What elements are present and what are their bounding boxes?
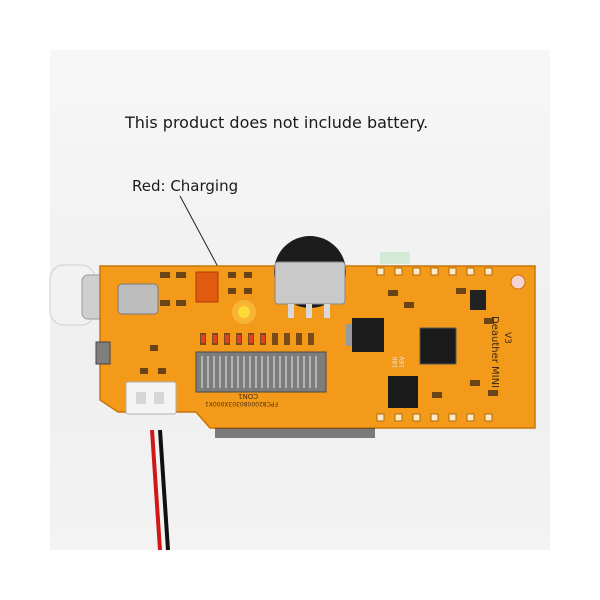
red-wire — [150, 429, 162, 551]
bottom-pin-row — [376, 413, 493, 422]
charging-label: Red: Charging — [132, 177, 239, 195]
fpc-connector — [195, 351, 327, 393]
charge-ic — [195, 271, 219, 303]
voltage-regulator — [352, 318, 384, 352]
wifi-chip — [419, 327, 457, 365]
black-wire — [158, 429, 170, 551]
battery-connector — [125, 381, 177, 415]
board-shadow — [215, 428, 375, 438]
board-version-silkscreen: V3 — [502, 332, 512, 344]
antenna-part — [470, 290, 486, 310]
encoder-housing — [274, 261, 346, 305]
board-brand-silkscreen: Deauther MINI — [489, 316, 500, 389]
power-switch[interactable] — [95, 341, 111, 365]
misc-components — [140, 272, 498, 398]
chip-marking-1: 180 — [392, 356, 399, 368]
green-glow — [380, 252, 410, 264]
charging-led — [238, 306, 250, 318]
usb-c-port — [117, 283, 159, 315]
connector-silkscreen: CON1 — [238, 392, 259, 400]
top-pin-row — [376, 267, 493, 276]
chip-marking-2: 16V — [399, 356, 406, 368]
sop-ic — [388, 376, 418, 408]
mounting-hole — [510, 274, 526, 290]
fpc-silkscreen: FPC8200080303X000X1 — [205, 400, 278, 407]
no-battery-caption: This product does not include battery. — [125, 113, 429, 132]
